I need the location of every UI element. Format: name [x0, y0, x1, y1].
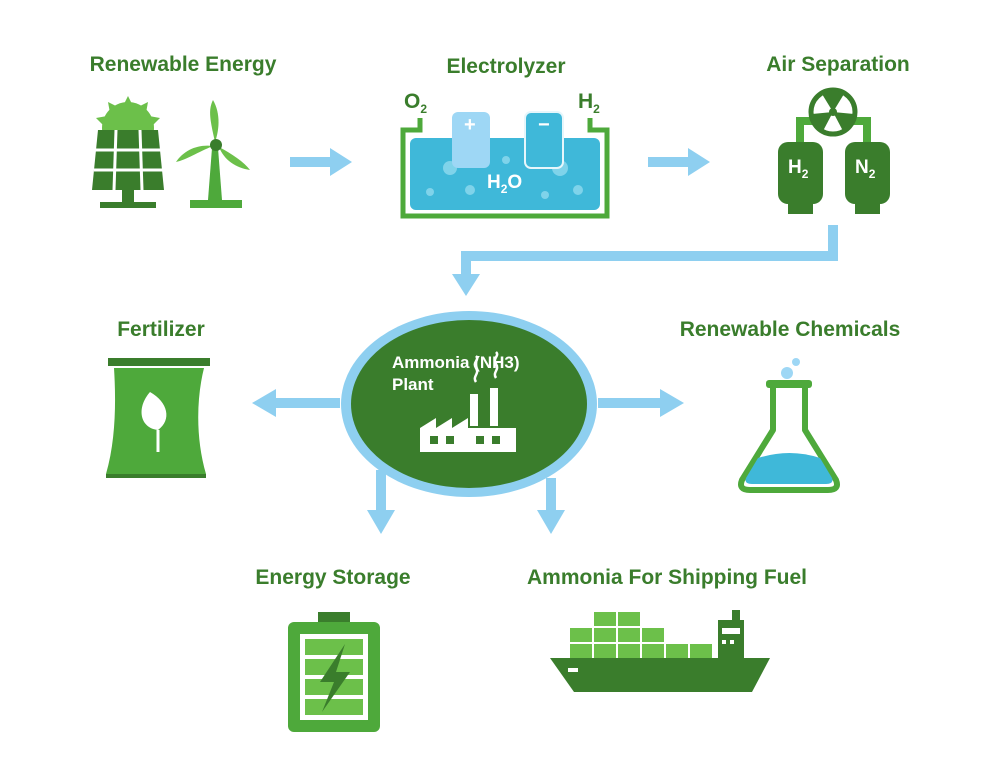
- fertilizer-label: Fertilizer: [117, 318, 205, 341]
- arrow-plant-to-fertilizer: [252, 389, 340, 417]
- arrow-renewable-to-electrolyzer: [290, 148, 352, 176]
- arrow-plant-to-chemicals: [598, 389, 684, 417]
- arrow-air-separation-to-plant: [452, 225, 838, 296]
- ammonia-plant-node: [341, 311, 597, 497]
- energy-storage-label: Energy Storage: [255, 566, 411, 589]
- arrow-plant-to-shipping-fuel: [537, 478, 565, 534]
- water-label: H2O: [487, 172, 523, 196]
- factory-icon: [420, 351, 516, 452]
- renewable-energy-label: Renewable Energy: [89, 53, 277, 76]
- tank-nitrogen-label: N2: [855, 157, 876, 181]
- oxygen-label: O2: [404, 90, 428, 116]
- renewable-chemicals-label: Renewable Chemicals: [679, 318, 901, 341]
- solar-panel-icon: [92, 96, 164, 208]
- plant-title-line2: Plant: [392, 375, 434, 394]
- battery-icon: [288, 612, 380, 732]
- arrow-electrolyzer-to-air-separation: [648, 148, 710, 176]
- plant-title: Ammonia (NH3) Plant: [392, 352, 520, 396]
- arrow-plant-to-energy-storage: [367, 470, 395, 534]
- plus-sign: +: [464, 114, 476, 136]
- cargo-ship-icon: [550, 610, 770, 692]
- hydrogen-label: H2: [578, 90, 600, 116]
- flask-icon: [738, 358, 840, 493]
- electrolyzer-label: Electrolyzer: [446, 55, 566, 78]
- minus-sign: −: [538, 114, 550, 136]
- wind-turbine-icon: [176, 100, 250, 208]
- air-separation-label: Air Separation: [766, 53, 910, 76]
- tank-hydrogen-label: H2: [788, 157, 809, 181]
- plant-title-line1: Ammonia (NH3): [392, 353, 520, 372]
- air-separation-icon: [778, 87, 890, 214]
- shipping-fuel-label: Ammonia For Shipping Fuel: [527, 566, 807, 589]
- fertilizer-bag-icon: [106, 358, 210, 478]
- electrolyzer-icon: [400, 111, 610, 219]
